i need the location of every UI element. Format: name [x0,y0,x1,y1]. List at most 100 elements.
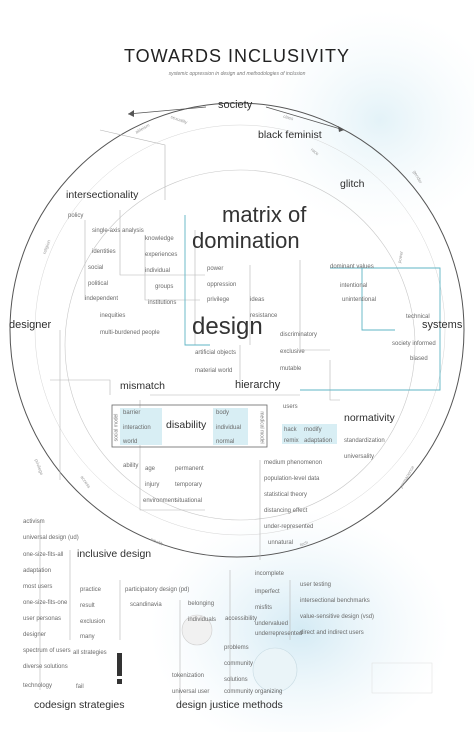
node-artificial-objects: artificial objects [195,350,237,356]
heading-normativity: normativity [344,412,395,424]
node-injury: injury [145,482,160,488]
node-permanent: permanent [175,466,204,472]
node-individuals: individuals [188,617,217,623]
node-under-represented: under-represented [264,524,314,530]
node-most-users: most users [23,584,53,590]
axis-hierarchy: hierarchy [235,379,281,391]
node-ideas: ideas [250,297,265,303]
node-user-testing: user testing [300,582,332,588]
teal-connector [300,267,441,391]
node-barrier: barrier [123,410,141,416]
node-multi-burdened: multi-burdened people [100,330,160,336]
node-result: result [80,603,95,609]
node-unintentional: unintentional [342,297,377,303]
node-hack: hack [284,427,297,433]
outer-circle [9,102,465,558]
inner-circle [64,169,416,521]
node-spectrum-of-users: spectrum of users [23,648,71,654]
node-designer: designer [23,632,47,638]
node-exclusion: exclusion [80,619,106,625]
node-problems: problems [224,645,249,651]
node-vsd: value-sensitive design (vsd) [300,614,375,620]
node-distancing-effect: distancing effect [264,508,308,514]
community-bubble [252,647,298,693]
node-undervalued: undervalued [255,621,289,627]
node-interaction: interaction [123,425,151,431]
node-power: power [207,266,224,272]
node-all-strategies: all strategies [73,650,107,656]
node-solutions: solutions [224,677,248,683]
node-population-data: population-level data [264,476,320,482]
connector-line [50,379,111,395]
node-material-world: material world [195,368,233,374]
fail-exclamation-icon [117,653,122,676]
connector-line [329,360,340,401]
disability-cyan-right [213,408,248,445]
node-technical: technical [406,314,430,320]
heading-black-feminist: black feminist [258,129,322,141]
node-individual: individual [145,268,171,274]
heading-inclusive-design: inclusive design [77,548,152,560]
node-fail: fail [76,684,84,690]
connector-line [299,260,330,351]
society-axis-arrow-left [127,106,207,115]
node-dominant-values: dominant values [330,264,374,270]
heading-codesign: codesign strategies [34,699,125,711]
node-community: community [224,661,254,667]
blue-blob-top-right [260,10,474,230]
node-participatory-design: participatory design (pd) [125,587,190,593]
node-intersectional-benchmarks: intersectional benchmarks [300,598,370,604]
normativity-cyan [282,424,337,444]
node-medium-phenomenon: medium phenomenon [264,460,323,466]
node-practice: practice [80,587,102,593]
node-oppression: oppression [207,282,237,288]
axis-designer: designer [9,319,52,331]
node-direct-indirect-users: direct and indirect users [300,630,364,636]
node-discriminatory: discriminatory [280,332,318,338]
disability-cyan-left [120,408,162,445]
node-temporary: temporary [175,482,203,488]
teal-connector [184,215,210,346]
node-biased: biased [410,356,428,362]
node-ability: ability [123,463,139,469]
heading-domination: domination [192,228,300,253]
node-society-informed: society informed [392,341,436,347]
node-mutable: mutable [280,366,302,372]
node-exclusive: exclusive [280,349,305,355]
connector-line [144,235,200,301]
credits-box [371,662,433,694]
node-body: body [216,410,230,416]
node-adaptation: adaptation [304,438,333,444]
node-privilege: privilege [207,297,230,303]
node-diverse-solutions: diverse solutions [23,664,68,670]
node-tokenization: tokenization [172,673,205,679]
node-situational: situational [175,498,203,504]
axis-society: society [218,99,253,111]
blue-blob-bottom [150,510,450,732]
heading-mismatch: mismatch [120,380,165,392]
node-intentional: intentional [340,283,368,289]
teal-connector [361,268,395,331]
node-misfits: misfits [255,605,272,611]
node-users: users [283,404,298,410]
node-environment: environment [143,498,177,504]
node-scandinavia: scandinavia [130,602,162,608]
node-political: political [88,281,109,287]
disability-frame [111,404,268,448]
node-standardization: standardization [344,438,385,444]
middle-circle [34,124,446,536]
axis-systems: systems [422,319,463,331]
node-user-personas: user personas [23,616,62,622]
label-social-model: social model [113,413,120,442]
fail-exclamation-dot [117,679,122,684]
node-belonging: belonging [188,601,215,607]
node-universal-design: universal design (ud) [23,535,79,541]
heading-design-justice-methods: design justice methods [176,699,283,711]
node-modify: modify [304,427,322,433]
society-axis-arrow-right [265,106,345,131]
heading-intersectionality: intersectionality [66,189,139,201]
connector-line [99,129,166,200]
node-unnatural: unnatural [268,540,294,546]
node-imperfect: imperfect [255,589,280,595]
node-knowledge: knowledge [145,236,174,242]
